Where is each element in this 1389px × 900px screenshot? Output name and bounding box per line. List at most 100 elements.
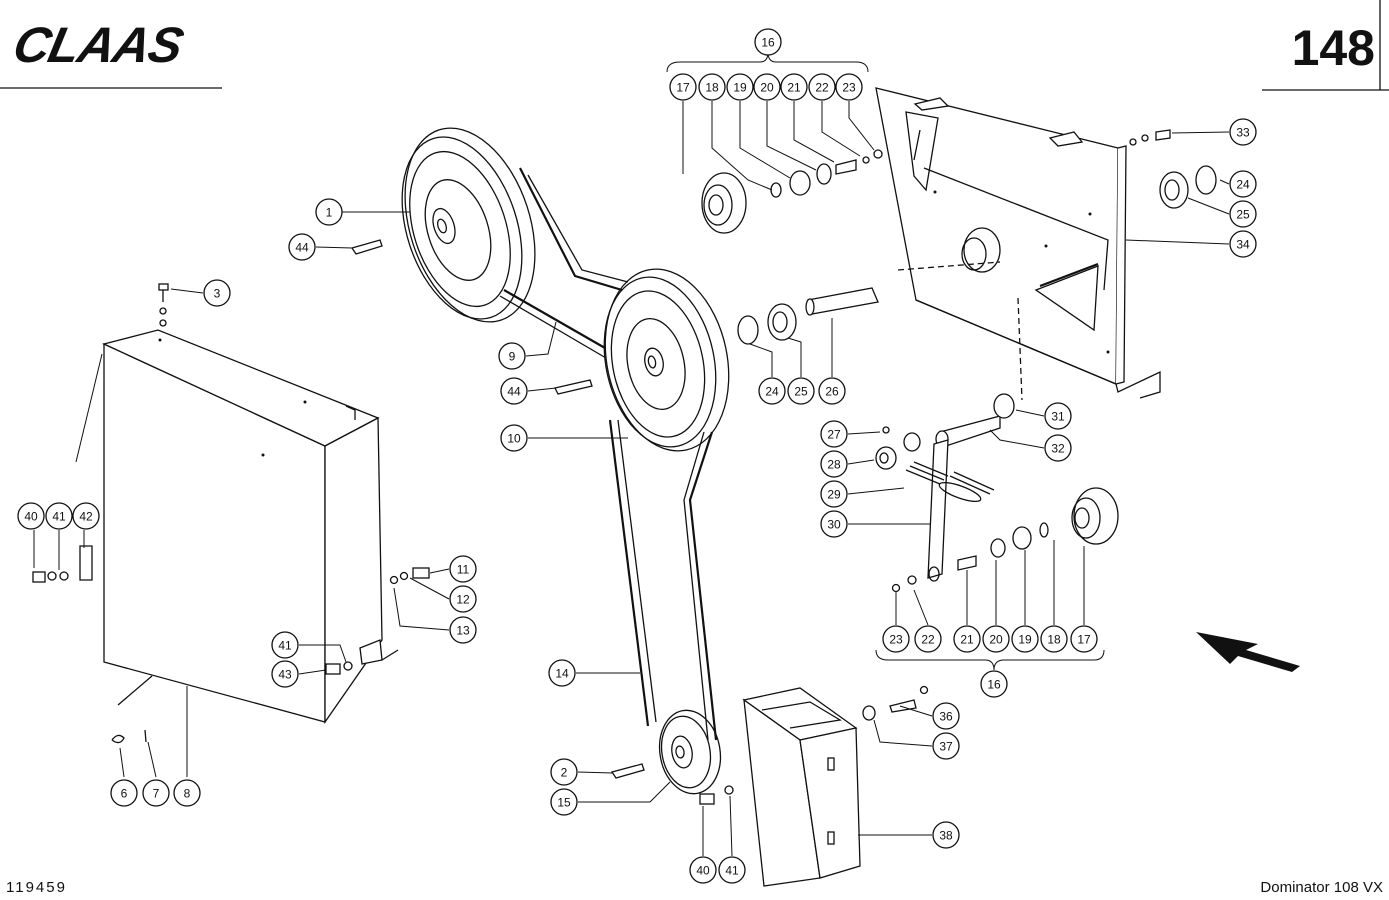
callout-label: 22: [815, 81, 829, 95]
callout-label: 17: [676, 81, 690, 95]
callout-circle: [1044, 402, 1072, 430]
callout-circle: [932, 732, 960, 760]
right-fasteners: [325, 567, 430, 675]
callout-label: 44: [295, 241, 309, 255]
callout-1: 1: [315, 198, 343, 226]
callout-24: 24: [758, 377, 786, 405]
callout-13: 13: [449, 616, 477, 644]
callout-30: 30: [820, 510, 848, 538]
callout-label: 27: [827, 428, 841, 442]
callout-37: 37: [932, 732, 960, 760]
callout-label: 17: [1077, 633, 1091, 647]
callout-circle: [449, 616, 477, 644]
callout-circle: [1070, 625, 1098, 653]
lower-idler-assembly: [891, 487, 1119, 593]
upper-pulley: [401, 127, 536, 323]
callout-circle: [669, 73, 697, 101]
callout-circle: [820, 510, 848, 538]
callout-label: 23: [889, 633, 903, 647]
callout-circle: [820, 450, 848, 478]
left-bracket-fasteners: [32, 545, 93, 583]
callout-25: 25: [1229, 200, 1257, 228]
callout-label: 8: [184, 787, 191, 801]
shaft-bearings: [737, 303, 797, 345]
callout-8: 8: [173, 779, 201, 807]
callout-9: 9: [498, 342, 526, 370]
callout-38: 38: [932, 821, 960, 849]
callout-14: 14: [548, 659, 576, 687]
callout-21: 21: [953, 625, 981, 653]
pins: [350, 239, 645, 779]
callout-label: 26: [825, 385, 839, 399]
belt-upper: [499, 167, 629, 359]
callout-circle: [1229, 230, 1257, 258]
mounting-plate: [875, 87, 1161, 401]
callout-label: 41: [52, 510, 66, 524]
callout-label: 6: [121, 787, 128, 801]
callout-circle: [932, 821, 960, 849]
callout-label: 21: [787, 81, 801, 95]
callout-23: 23: [835, 73, 863, 101]
callout-label: 30: [827, 518, 841, 532]
callout-label: 42: [79, 510, 93, 524]
callout-label: 29: [827, 488, 841, 502]
belt-lower: [608, 419, 718, 741]
callout-label: 20: [760, 81, 774, 95]
callout-17: 17: [669, 73, 697, 101]
callout-44: 44: [288, 233, 316, 261]
callout-circle: [550, 788, 578, 816]
lower-fasteners: [699, 785, 734, 805]
callout-19: 19: [726, 73, 754, 101]
callout-label: 18: [705, 81, 719, 95]
page-number: 148: [1292, 20, 1375, 76]
callout-40: 40: [17, 502, 45, 530]
callout-label: 9: [509, 350, 516, 364]
callout-34: 34: [1229, 230, 1257, 258]
callout-circle: [835, 73, 863, 101]
callout-32: 32: [1044, 434, 1072, 462]
callout-42: 42: [72, 502, 100, 530]
callout-3: 3: [203, 279, 231, 307]
callout-circle: [500, 424, 528, 452]
callout-16: 16: [754, 28, 782, 56]
shaft: [805, 287, 879, 316]
callout-label: 16: [987, 678, 1001, 692]
model-name: Dominator 108 VX: [1260, 879, 1383, 896]
callout-41: 41: [718, 856, 746, 884]
callout-circle: [820, 480, 848, 508]
callout-label: 15: [557, 796, 571, 810]
callout-11: 11: [449, 555, 477, 583]
callout-26: 26: [818, 377, 846, 405]
callout-circle: [1229, 170, 1257, 198]
callout-41: 41: [45, 502, 73, 530]
callout-label: 13: [456, 624, 470, 638]
callout-label: 2: [561, 766, 568, 780]
callout-label: 25: [794, 385, 808, 399]
callout-circle: [449, 585, 477, 613]
callout-24: 24: [1229, 170, 1257, 198]
lower-pulley: [658, 709, 722, 795]
callout-label: 16: [761, 36, 775, 50]
callout-25: 25: [787, 377, 815, 405]
callout-circle: [1011, 625, 1039, 653]
callout-circle: [953, 625, 981, 653]
callout-label: 1: [326, 206, 333, 220]
brand-logo: CLAAS: [9, 17, 189, 73]
callout-17: 17: [1070, 625, 1098, 653]
callout-28: 28: [820, 450, 848, 478]
callout-22: 22: [914, 625, 942, 653]
leader-lines: [33, 101, 1230, 857]
callout-circle: [548, 659, 576, 687]
top-screw: [158, 283, 169, 327]
callout-label: 7: [153, 787, 160, 801]
callout-circle: [718, 856, 746, 884]
callout-circle: [173, 779, 201, 807]
callout-label: 11: [457, 563, 470, 577]
callout-12: 12: [449, 585, 477, 613]
callout-circle: [1044, 434, 1072, 462]
callout-label: 14: [555, 667, 569, 681]
callout-20: 20: [982, 625, 1010, 653]
callout-label: 38: [939, 829, 953, 843]
callout-circle: [808, 73, 836, 101]
